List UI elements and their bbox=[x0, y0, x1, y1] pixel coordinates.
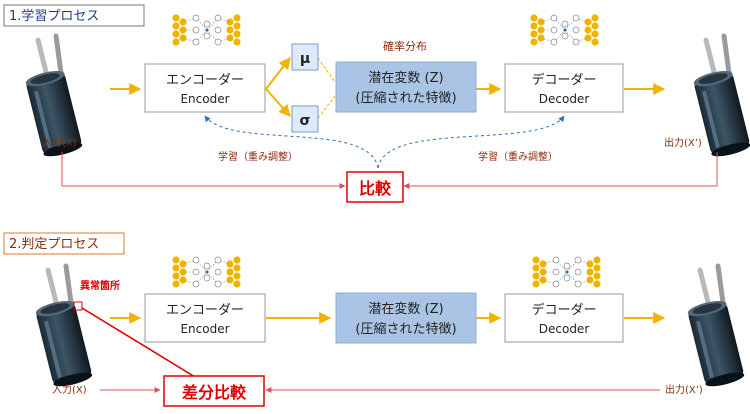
process1-title-box bbox=[3, 4, 145, 27]
arrow-encoder-to-sigma bbox=[265, 88, 291, 117]
input-label-2: 入力(X) bbox=[52, 383, 87, 396]
process2-title: 2.判定プロセス bbox=[9, 237, 99, 252]
decoder-network-icon-2 bbox=[531, 255, 602, 289]
latent-line2-1: (圧縮された特徴) bbox=[355, 90, 456, 106]
encoder-network-icon-1 bbox=[171, 13, 242, 47]
encoder-box-1 bbox=[144, 63, 266, 113]
mu-label: μ bbox=[300, 51, 310, 67]
encoder-label-en-2: Encoder bbox=[180, 322, 229, 336]
decoder-label-en-1: Decoder bbox=[539, 92, 590, 106]
compare-label-1: 比較 bbox=[359, 179, 392, 198]
decoder-box-1 bbox=[504, 63, 624, 113]
input-label-1: 入力(X) bbox=[42, 136, 77, 149]
learning-label-left: 学習（重み調整） bbox=[218, 150, 298, 163]
encoder-box-2 bbox=[144, 293, 266, 343]
dash-sigma-to-latent bbox=[317, 95, 336, 119]
mu-box bbox=[291, 43, 319, 71]
encoder-network-icon-2 bbox=[171, 255, 242, 289]
encoder-label-en-1: Encoder bbox=[180, 92, 229, 106]
diff-compare-label: 差分比較 bbox=[182, 383, 247, 402]
learning-arrow-to-encoder bbox=[204, 115, 379, 169]
latent-line2-2: (圧縮された特徴) bbox=[355, 321, 456, 337]
decoder-label-jp-1: デコーダー bbox=[531, 72, 596, 88]
anomaly-to-diff-line bbox=[81, 307, 201, 381]
encoder-label-jp-1: エンコーダー bbox=[166, 73, 244, 88]
output-to-compare-line-1 bbox=[403, 152, 718, 189]
decoder-label-jp-2: デコーダー bbox=[531, 302, 596, 318]
process1-title: 1.学習プロセス bbox=[9, 8, 99, 24]
output-capacitor-image-2 bbox=[686, 266, 745, 389]
input-to-compare-line-1 bbox=[61, 152, 346, 189]
diff-compare-box bbox=[163, 375, 265, 407]
sigma-label: σ bbox=[300, 113, 311, 129]
output-label-2: 出力(X’) bbox=[665, 383, 703, 396]
latent-box-2 bbox=[335, 292, 477, 344]
output-label-1: 出力(X’) bbox=[664, 136, 702, 149]
decoder-network-icon-1 bbox=[529, 13, 600, 47]
anomaly-marker bbox=[73, 301, 83, 311]
dash-mu-to-latent bbox=[317, 57, 336, 83]
arrow-encoder-to-mu bbox=[265, 57, 291, 90]
compare-box-1 bbox=[346, 171, 404, 203]
process2-title-box bbox=[3, 232, 125, 255]
latent-line1-1: 潜在変数 (Z) bbox=[368, 70, 443, 86]
encoder-label-jp-2: エンコーダー bbox=[166, 303, 244, 318]
latent-box-1 bbox=[335, 61, 477, 113]
decoder-label-en-2: Decoder bbox=[539, 322, 590, 336]
decoder-box-2 bbox=[504, 293, 624, 343]
distribution-label: 確率分布 bbox=[383, 39, 427, 53]
sigma-box bbox=[291, 105, 319, 133]
learning-arrow-to-decoder bbox=[377, 115, 565, 169]
learning-label-right: 学習（重み調整） bbox=[478, 150, 558, 163]
anomaly-label: 異常箇所 bbox=[80, 279, 120, 292]
latent-line1-2: 潜在変数 (Z) bbox=[368, 301, 443, 317]
